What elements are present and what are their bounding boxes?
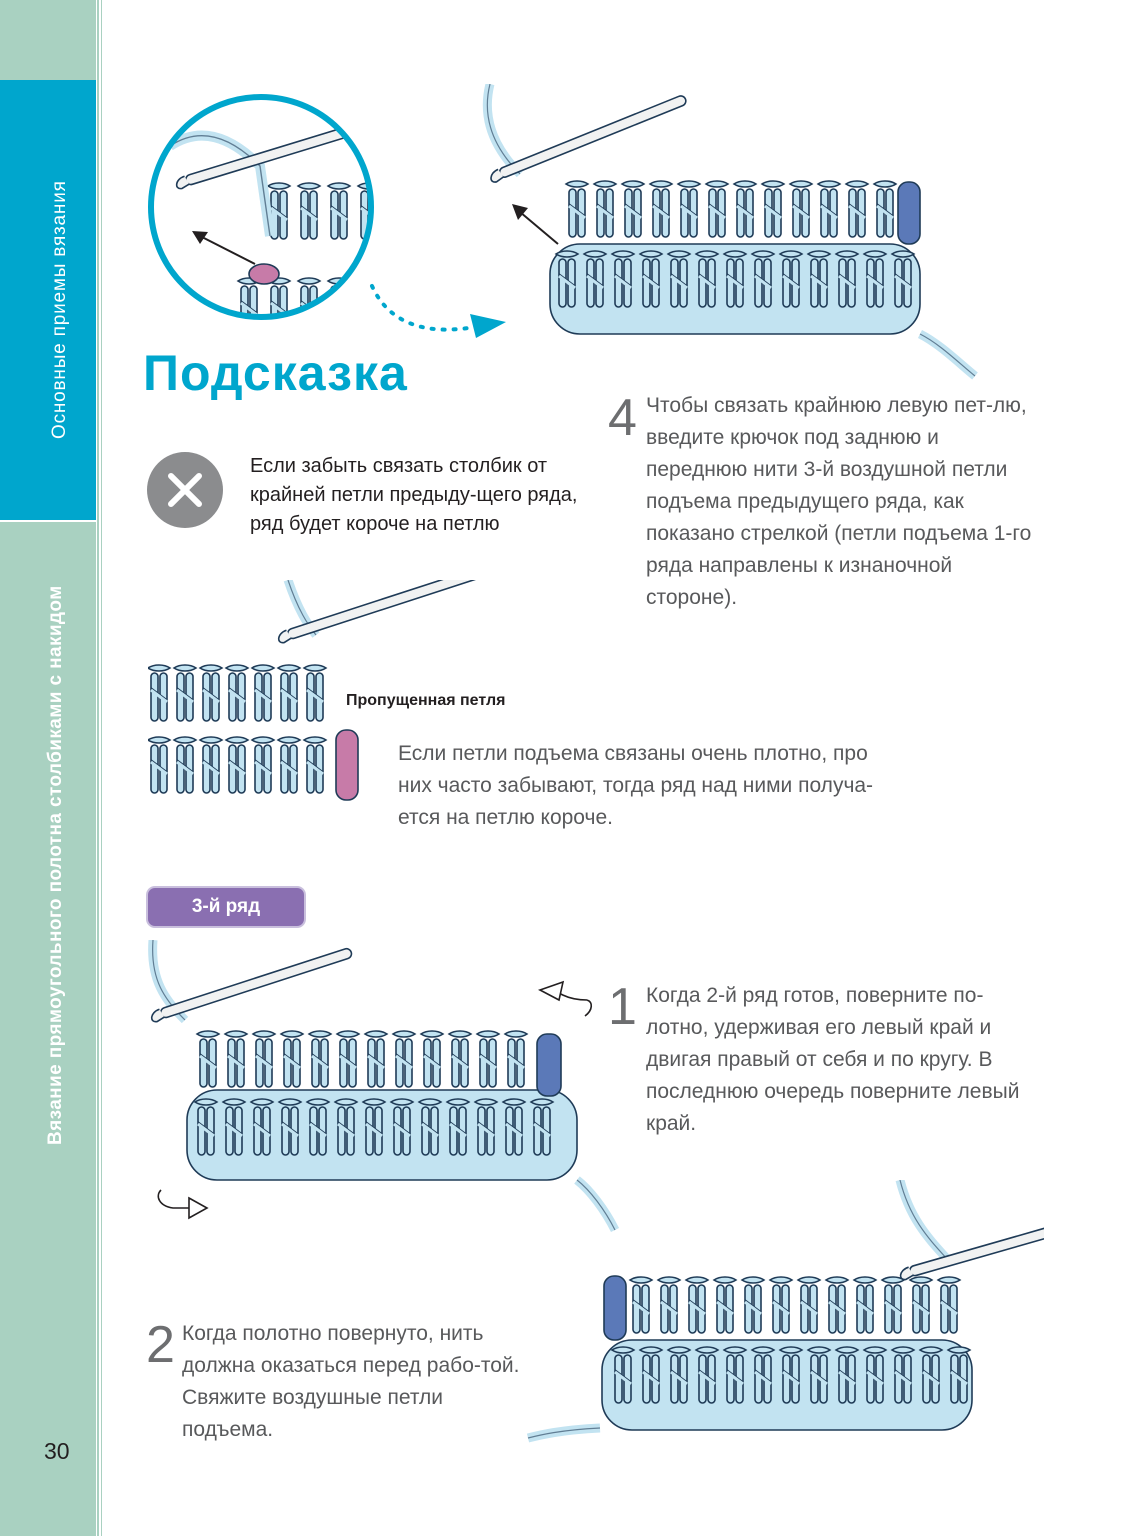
- stitch: [503, 1029, 529, 1089]
- stitch: [656, 1275, 682, 1335]
- sidebar: Основные приемы вязания Вязание прямоуго…: [0, 0, 96, 1536]
- page-number: 30: [44, 1438, 70, 1464]
- stitch: [198, 663, 224, 723]
- stitch: [732, 179, 758, 239]
- stitch: [148, 735, 172, 795]
- stitch: [592, 179, 618, 239]
- sidebar-rule-thin: [101, 0, 102, 1536]
- stitch: [447, 1029, 473, 1089]
- stitch: [816, 179, 842, 239]
- stitch: [172, 663, 198, 723]
- hint-magnifier-illustration: [148, 94, 506, 338]
- stitch: [648, 179, 674, 239]
- stitch: [276, 735, 302, 795]
- stitch: [740, 1275, 766, 1335]
- sidebar-section-band: [0, 80, 96, 520]
- stitch: [223, 1029, 249, 1089]
- stitch: [844, 179, 870, 239]
- missed-loop-text: Если петли подъема связаны очень плотно,…: [398, 742, 874, 829]
- hint-title: Подсказка: [143, 345, 408, 401]
- hint-text: Если забыть связать столбик от крайней п…: [250, 455, 578, 535]
- stitch: [475, 1029, 501, 1089]
- stitch: [908, 1275, 934, 1335]
- stitch: [684, 1275, 710, 1335]
- stitch: [250, 663, 276, 723]
- step4-text: Чтобы связать крайнюю левую пет-лю, введ…: [646, 394, 1032, 609]
- row3-step2-number: 2: [146, 1316, 175, 1374]
- stitch: [302, 735, 328, 795]
- stitch: [872, 179, 898, 239]
- stitch: [760, 179, 786, 239]
- stitch: [148, 663, 172, 723]
- stitch: [824, 1275, 850, 1335]
- stitch: [391, 1029, 417, 1089]
- stitch: [704, 179, 730, 239]
- stitch: [676, 179, 702, 239]
- sidebar-top-band: [0, 0, 96, 80]
- sidebar-chapter-band: [0, 522, 96, 1536]
- step4-number: 4: [608, 389, 637, 447]
- stitch: [363, 1029, 389, 1089]
- row3-step1-illustration: [148, 940, 620, 1233]
- sidebar-rule: [97, 0, 99, 1536]
- stitch: [172, 735, 198, 795]
- row3-step2-text: Когда полотно повернуто, нить должна ока…: [182, 1322, 520, 1441]
- stitch: [880, 1275, 906, 1335]
- stitch: [279, 1029, 305, 1089]
- stitch: [198, 735, 224, 795]
- row-badge: 3-й ряд: [148, 888, 304, 926]
- stitch: [620, 179, 646, 239]
- stitch: [276, 663, 302, 723]
- stitch: [852, 1275, 878, 1335]
- stitch: [251, 1029, 277, 1089]
- stitch: [195, 1029, 221, 1089]
- missed-loop-label: Пропущенная петля: [346, 692, 506, 709]
- stitch: [788, 179, 814, 239]
- row3-step1-text: Когда 2-й ряд готов, поверните по-лотно,…: [646, 984, 1020, 1135]
- section-title: Основные приемы вязания: [49, 180, 70, 439]
- stitch: [936, 1275, 962, 1335]
- chapter-title: Вязание прямоугольного полотна столбикам…: [45, 585, 66, 1145]
- missed-loop-illustration: [148, 580, 481, 801]
- stitch: [564, 179, 590, 239]
- step4-swatch-illustration: [482, 84, 978, 380]
- stitch: [335, 1029, 361, 1089]
- stitch: [768, 1275, 794, 1335]
- stitch: [419, 1029, 445, 1089]
- stitch: [712, 1275, 738, 1335]
- row3-step1-number: 1: [608, 978, 637, 1036]
- stitch: [224, 663, 250, 723]
- stitch: [224, 735, 250, 795]
- stitch: [628, 1275, 654, 1335]
- x-mark-icon: [147, 452, 223, 528]
- stitch: [302, 663, 328, 723]
- stitch: [796, 1275, 822, 1335]
- stitch: [307, 1029, 333, 1089]
- row3-step2-illustration: [526, 1180, 1044, 1443]
- stitch: [250, 735, 276, 795]
